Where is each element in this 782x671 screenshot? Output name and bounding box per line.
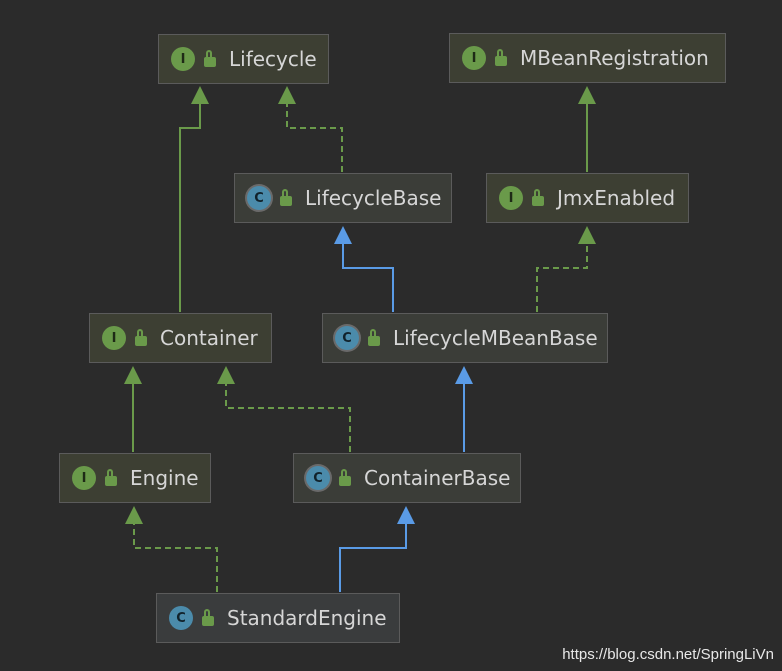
interface-icon: I <box>102 326 126 350</box>
lock-icon <box>203 50 217 68</box>
lock-icon <box>279 189 293 207</box>
class-icon: C <box>169 606 193 630</box>
edge-containerbase-container <box>225 384 351 452</box>
node-label: StandardEngine <box>227 606 387 630</box>
lock-icon <box>134 329 148 347</box>
node-label: LifecycleBase <box>305 186 442 210</box>
interface-icon: I <box>72 466 96 490</box>
interface-icon: I <box>171 47 195 71</box>
abstract-class-icon: C <box>306 466 330 490</box>
node-lifecycle-mbean-base[interactable]: C LifecycleMBeanBase <box>322 313 608 363</box>
edge-standardengine-engine <box>133 524 218 592</box>
node-label: Container <box>160 326 258 350</box>
interface-icon: I <box>499 186 523 210</box>
lock-icon <box>201 609 215 627</box>
node-jmx-enabled[interactable]: I JmxEnabled <box>486 173 689 223</box>
node-standard-engine[interactable]: C StandardEngine <box>156 593 400 643</box>
lock-icon <box>367 329 381 347</box>
edge-container-lifecycle <box>179 88 201 312</box>
lock-icon <box>494 49 508 67</box>
node-label: ContainerBase <box>364 466 511 490</box>
node-container-base[interactable]: C ContainerBase <box>293 453 521 503</box>
node-lifecycle[interactable]: I Lifecycle <box>158 34 329 84</box>
edge-standardengine-containerbase <box>339 524 407 592</box>
lock-icon <box>338 469 352 487</box>
abstract-class-icon: C <box>247 186 271 210</box>
lock-icon <box>104 469 118 487</box>
node-engine[interactable]: I Engine <box>59 453 211 503</box>
edge-lifecyclembeanbase-jmxenabled <box>536 244 588 312</box>
node-label: Lifecycle <box>229 47 317 71</box>
abstract-class-icon: C <box>335 326 359 350</box>
node-label: Engine <box>130 466 199 490</box>
node-label: LifecycleMBeanBase <box>393 326 598 350</box>
watermark: https://blog.csdn.net/SpringLiVn <box>562 646 774 663</box>
edge-lifecyclebase-lifecycle <box>286 104 343 172</box>
edge-lifecyclembeanbase-lifecyclebase <box>342 244 394 312</box>
node-label: MBeanRegistration <box>520 46 709 70</box>
node-mbean-registration[interactable]: I MBeanRegistration <box>449 33 726 83</box>
interface-icon: I <box>462 46 486 70</box>
node-label: JmxEnabled <box>557 186 676 210</box>
node-container[interactable]: I Container <box>89 313 272 363</box>
lock-icon <box>531 189 545 207</box>
node-lifecycle-base[interactable]: C LifecycleBase <box>234 173 452 223</box>
